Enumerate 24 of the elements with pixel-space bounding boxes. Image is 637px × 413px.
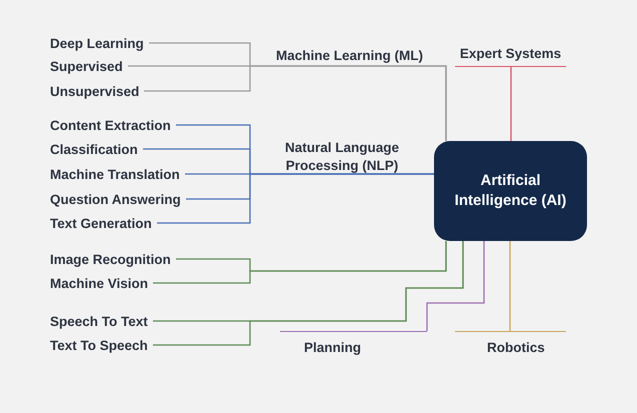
item-label: Deep Learning xyxy=(50,34,149,52)
connector-line xyxy=(510,67,512,141)
item-label: Text To Speech xyxy=(50,336,153,354)
connector-line xyxy=(426,241,485,331)
category-label: Robotics xyxy=(455,331,566,355)
item-label: Question Answering xyxy=(50,190,186,208)
edge-label: Machine Learning (ML) xyxy=(274,47,424,65)
item-label: Text Generation xyxy=(50,214,157,232)
item-label: Content Extraction xyxy=(50,116,176,134)
hub-box: Artificial Intelligence (AI) xyxy=(434,141,587,241)
item-label: Machine Translation xyxy=(50,165,185,183)
item-label: Unsupervised xyxy=(50,82,144,100)
item-label: Machine Vision xyxy=(50,274,154,292)
item-label: Speech To Text xyxy=(50,312,153,330)
item-label: Supervised xyxy=(50,57,128,75)
connector-line xyxy=(153,241,447,284)
category-label: Planning xyxy=(280,331,427,355)
category-label: Expert Systems xyxy=(455,46,566,67)
edge-label: Natural Language Processing (NLP) xyxy=(284,139,400,176)
connector-line xyxy=(153,241,464,346)
connector-line xyxy=(157,173,434,224)
connector-line xyxy=(509,241,511,331)
item-label: Classification xyxy=(50,140,143,158)
item-label: Image Recognition xyxy=(50,250,176,268)
